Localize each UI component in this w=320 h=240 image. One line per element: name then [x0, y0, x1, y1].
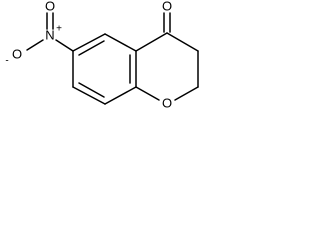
ring-oxygen-label: O [162, 95, 172, 110]
bond-c4a-c4 [135, 32, 168, 52]
ring-oxygen: O [162, 95, 172, 110]
chemical-structure: O O N + O O - [5, 0, 199, 110]
bond-c8-c8a [104, 86, 137, 105]
pyranone-ring [135, 32, 199, 101]
nitro-oxygen-left-charge: - [5, 56, 8, 67]
bond-c7-c8 [72, 86, 106, 105]
nitro-oxygen-top-label: O [45, 0, 55, 13]
inner-double-bond-c5-c6 [78, 40, 105, 56]
inner-double-bond-c7-c8 [78, 82, 105, 98]
nitro-oxygen-left-label: O [12, 46, 22, 61]
bond-c2-o1 [174, 86, 199, 101]
nitro-group: N + O O - [5, 0, 74, 67]
bond-c4-c3 [166, 32, 199, 52]
benzene-ring [72, 33, 137, 105]
bond-o1-c8a [135, 86, 160, 101]
bond-c4a-c5 [104, 33, 137, 52]
ketone-oxygen-label: O [162, 0, 172, 13]
nitro-nitrogen-charge: + [56, 24, 62, 35]
nitro-single-bond [26, 39, 44, 51]
bond-c6-n [55, 39, 74, 52]
nitro-nitrogen-label: N [45, 27, 54, 42]
carbonyl-group: O [162, 0, 172, 33]
bond-c5-c6 [72, 33, 106, 52]
